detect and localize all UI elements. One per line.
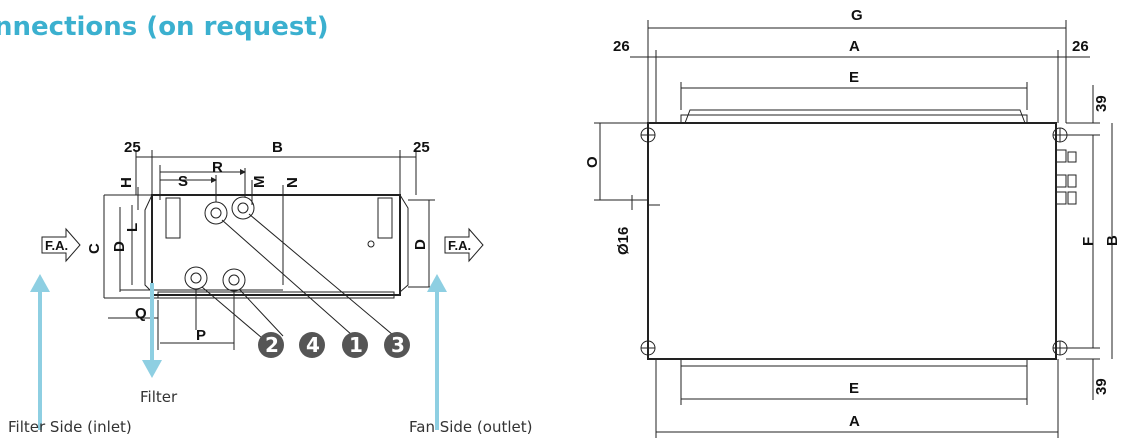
- dim-label-s: S: [178, 173, 188, 190]
- fa-label-left: F.A.: [45, 238, 68, 253]
- dim-label-39-bottom: 39: [1093, 378, 1110, 395]
- dim-label-b: B: [272, 139, 283, 156]
- unit-body: [151, 194, 401, 296]
- pipe-connection-1: [204, 201, 228, 225]
- dim-label-26-right: 26: [1072, 38, 1089, 55]
- dim-label-26-left: 26: [613, 38, 630, 55]
- dim-label-n: N: [284, 177, 301, 188]
- dim-label-d-right: D: [412, 239, 429, 250]
- dim-label-a-top: A: [849, 38, 860, 55]
- dim-label-d: D: [111, 241, 128, 252]
- dim-label-25-left: 25: [124, 139, 141, 156]
- dim-label-h: H: [118, 177, 135, 188]
- caption-filter-side-inlet: Filter Side (inlet): [8, 418, 132, 436]
- mount-top-left: [640, 127, 656, 143]
- callout-label-3: 3: [391, 333, 405, 357]
- dim-label-q: Q: [135, 305, 147, 322]
- pipe-connection-4: [222, 268, 246, 292]
- dim-label-e-top: E: [849, 69, 859, 86]
- dim-label-f: F: [1080, 237, 1097, 246]
- mount-bottom-right: [1052, 340, 1068, 356]
- unit-body-top: [647, 122, 1057, 360]
- dim-label-g: G: [851, 7, 863, 24]
- dim-label-a-bottom: A: [849, 413, 860, 430]
- callout-label-1: 1: [349, 333, 363, 357]
- callout-4: [299, 332, 325, 358]
- dim-label-diameter-16: Ø16: [615, 227, 632, 255]
- caption-filter: Filter: [140, 388, 178, 406]
- dim-label-b-right: B: [1104, 235, 1121, 246]
- mount-top-right: [1052, 127, 1068, 143]
- callout-3: [384, 332, 410, 358]
- callout-label-4: 4: [306, 333, 320, 357]
- callout-label-2: 2: [265, 333, 279, 357]
- dim-label-39-top: 39: [1093, 95, 1110, 112]
- dim-label-p: P: [196, 327, 206, 344]
- dim-label-25-right: 25: [413, 139, 430, 156]
- page-title: nnections (on request): [0, 12, 329, 42]
- dim-label-l: L: [124, 223, 141, 232]
- top-view-drawing: [594, 20, 1113, 438]
- dim-label-m: M: [251, 176, 268, 189]
- pipe-connection-2: [184, 266, 208, 290]
- caption-fan-side-outlet: Fan Side (outlet): [409, 418, 533, 436]
- dim-label-e-bottom: E: [849, 380, 859, 397]
- callout-2: [258, 332, 284, 358]
- mount-bottom-left: [640, 340, 656, 356]
- dim-label-c: C: [86, 243, 103, 254]
- dim-label-r: R: [212, 159, 223, 176]
- pipe-connection-3: [231, 196, 255, 220]
- side-view-drawing: [30, 150, 484, 430]
- callout-1: [342, 332, 368, 358]
- dim-label-o: O: [584, 156, 601, 168]
- fa-label-right: F.A.: [448, 238, 471, 253]
